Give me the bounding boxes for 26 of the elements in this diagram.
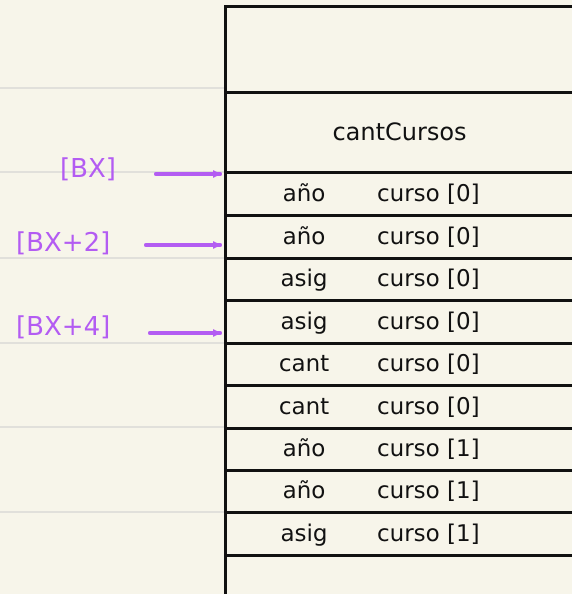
cell-text: curso [0] [377, 224, 480, 250]
cell-text: curso [0] [377, 351, 480, 377]
address-label: [BX+4] [16, 312, 138, 342]
cell-text: asig [279, 520, 329, 546]
cell-text: curso [0] [377, 180, 480, 206]
cell-text: asig [279, 308, 329, 334]
address-label: [BX] [60, 154, 144, 184]
cell-text: curso [0] [377, 266, 480, 292]
cell-text: cantCursos [332, 118, 467, 146]
cell-text: curso [0] [377, 308, 480, 334]
cell-text: asig [279, 266, 329, 292]
empty-memory-cell [224, 4, 572, 94]
cell-text: año [282, 180, 326, 206]
arrow [154, 170, 222, 178]
cell-text: año [282, 478, 326, 504]
cell-text: año [282, 224, 326, 250]
address-label: [BX+2] [16, 228, 134, 258]
arrow [148, 329, 222, 337]
cell-text: cant [278, 394, 330, 420]
cell-text: curso [0] [377, 394, 480, 420]
cell-text: curso [1] [377, 520, 480, 546]
arrow [144, 241, 222, 249]
cell-text: curso [1] [377, 478, 480, 504]
cell-text: año [282, 436, 326, 462]
cell-text: curso [1] [377, 436, 480, 462]
cell-text: cant [278, 351, 330, 377]
